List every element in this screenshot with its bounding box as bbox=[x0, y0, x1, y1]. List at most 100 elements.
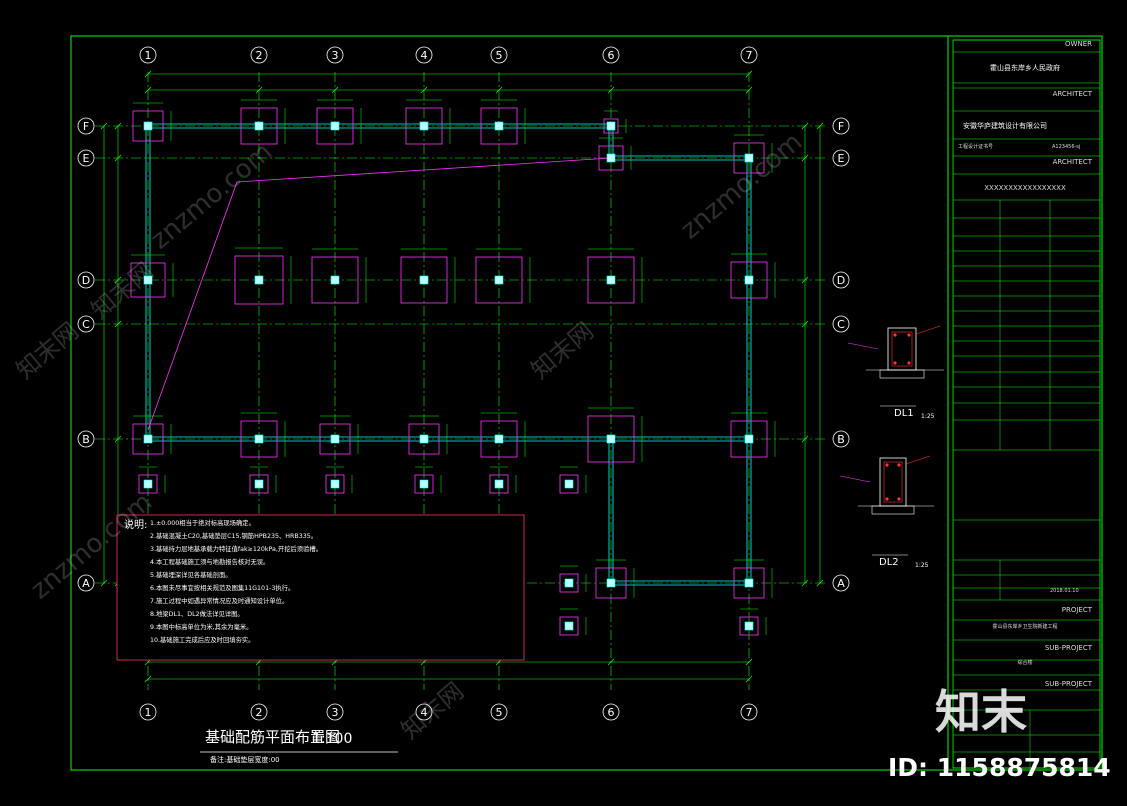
axis-label-A-right: A bbox=[837, 577, 845, 590]
footing-d4-column bbox=[419, 275, 429, 285]
tb-cert-no: A123456-sj bbox=[1052, 144, 1080, 150]
dim-right-overall-tick-1 bbox=[816, 579, 824, 587]
dim-top-bays-tick-6 bbox=[745, 86, 753, 94]
axis-bubble-C-right bbox=[832, 315, 850, 333]
notes-border bbox=[116, 514, 525, 661]
dim-top-bays-tick-0 bbox=[144, 86, 152, 94]
axis-label-F-right: F bbox=[838, 120, 844, 133]
axis-bubble-D-left bbox=[77, 271, 95, 289]
footing-small-0-column bbox=[143, 479, 153, 489]
axis-label-B-right: B bbox=[837, 433, 845, 446]
footing-small-1 bbox=[249, 474, 269, 494]
axis-bubble-E-right bbox=[832, 149, 850, 167]
watermark-site-cn-left: 知末网 bbox=[11, 317, 84, 385]
footing-plan bbox=[130, 99, 776, 636]
tb-project-label: PROJECT bbox=[1062, 606, 1093, 614]
detail-dl2-pad bbox=[871, 505, 915, 515]
axis-bubble-B-right bbox=[832, 430, 850, 448]
dim-bottom-overall-tick-1 bbox=[745, 675, 753, 683]
watermark-site-right: znzmo.com bbox=[675, 127, 808, 245]
axis-bubble-F-right bbox=[832, 117, 850, 135]
dim-right-bays-tick-3 bbox=[801, 320, 809, 328]
footing-e6-column bbox=[606, 153, 616, 163]
footing-d5-column bbox=[494, 275, 504, 285]
axis-label-5-bottom: 5 bbox=[496, 706, 503, 719]
axis-label-7-top: 7 bbox=[746, 49, 753, 62]
dim-right-bays-tick-2 bbox=[801, 276, 809, 284]
axis-bubble-3-top bbox=[326, 46, 344, 64]
axis-label-6-bottom: 6 bbox=[608, 706, 615, 719]
dim-top-overall-tick-1 bbox=[745, 70, 753, 78]
axis-bubble-7-top bbox=[740, 46, 758, 64]
axis-label-2-bottom: 2 bbox=[256, 706, 263, 719]
axis-bubble-4-top bbox=[415, 46, 433, 64]
detail-dl1-leader-r bbox=[915, 325, 941, 335]
footing-a-left-column bbox=[564, 578, 574, 588]
footing-f1-column bbox=[143, 121, 153, 131]
axis-bubble-5-top bbox=[490, 46, 508, 64]
dl1-scale: 1:25 bbox=[921, 413, 935, 420]
footing-b2 bbox=[240, 420, 278, 458]
axis-label-1-top: 1 bbox=[145, 49, 152, 62]
axis-label-6-top: 6 bbox=[608, 49, 615, 62]
axis-label-D-right: D bbox=[837, 274, 845, 287]
detail-dl1-rebar-0 bbox=[893, 333, 897, 337]
watermark-brand: 知末 bbox=[935, 685, 1027, 739]
footing-bottom-1 bbox=[559, 616, 579, 636]
watermark-site-cn-right: 知末网 bbox=[526, 317, 599, 385]
axis-label-F-left: F bbox=[83, 120, 89, 133]
notes-item: 4.本工程基础施工须与地勘报告核对无误。 bbox=[150, 557, 269, 566]
notes-box bbox=[116, 514, 525, 753]
axis-bubble-5-bottom bbox=[490, 703, 508, 721]
detail-dl2-stirrup bbox=[883, 461, 903, 503]
footing-small-5-column bbox=[564, 479, 574, 489]
detail-dl2-rebar-2 bbox=[885, 497, 889, 501]
axis-bubble-F-left bbox=[77, 117, 95, 135]
section-line bbox=[147, 157, 612, 431]
footing-f4-column bbox=[419, 121, 429, 131]
axis-bubble-C-left bbox=[77, 315, 95, 333]
axis-bubble-6-bottom bbox=[602, 703, 620, 721]
footing-b1 bbox=[132, 423, 164, 455]
footing-small-0 bbox=[138, 474, 158, 494]
dim-top-bays-tick-2 bbox=[331, 86, 339, 94]
dim-top-bays-tick-5 bbox=[607, 86, 615, 94]
footing-f6-column bbox=[606, 121, 616, 131]
axis-label-D-left: D bbox=[82, 274, 90, 287]
watermark-site-cn-bottom: 知末网 bbox=[396, 677, 469, 745]
footing-f6 bbox=[603, 118, 619, 134]
dim-right-bays-tick-0 bbox=[801, 122, 809, 130]
footing-d3 bbox=[311, 256, 359, 304]
axis-bubble-4-bottom bbox=[415, 703, 433, 721]
footing-b5-column bbox=[494, 434, 504, 444]
footing-b1-column bbox=[143, 434, 153, 444]
tb-code: XXXXXXXXXXXXXXXXX bbox=[984, 184, 1066, 192]
footing-small-1-column bbox=[254, 479, 264, 489]
axis-label-3-top: 3 bbox=[332, 49, 339, 62]
footing-f5 bbox=[480, 107, 518, 145]
axis-bubble-2-top bbox=[250, 46, 268, 64]
axis-bubble-1-bottom bbox=[139, 703, 157, 721]
axis-label-4-top: 4 bbox=[421, 49, 428, 62]
drawing-subtitle: 备注:基础垫层宽度:00 bbox=[210, 755, 280, 764]
tb-outer bbox=[952, 39, 1101, 769]
footing-b7 bbox=[730, 420, 768, 458]
dim-right-bays-tick-1 bbox=[801, 154, 809, 162]
footing-b4 bbox=[408, 423, 440, 455]
notes-item: 2.基础混凝土C20,基础垫层C15,钢筋HPB235、HRB335。 bbox=[150, 531, 317, 540]
axis-label-4-bottom: 4 bbox=[421, 706, 428, 719]
footing-b6 bbox=[587, 415, 635, 463]
footing-d1 bbox=[130, 262, 166, 298]
notes-list: 1.±0.000相当于绝对标高现场确定。 2.基础混凝土C20,基础垫层C15,钢… bbox=[150, 518, 322, 644]
footing-e7 bbox=[733, 142, 765, 174]
beam-details bbox=[839, 325, 944, 556]
notes-item: 1.±0.000相当于绝对标高现场确定。 bbox=[150, 518, 255, 527]
footing-d5 bbox=[475, 256, 523, 304]
notes-item: 5.基础埋深详见各基础剖面。 bbox=[150, 570, 232, 579]
dim-left-bays-tick-4 bbox=[114, 435, 122, 443]
tb-cert-label: 工程设计证书号 bbox=[958, 143, 993, 150]
tb-owner-value: 霍山县东岸乡人民政府 bbox=[990, 63, 1060, 72]
footing-bottom-1-column bbox=[564, 621, 574, 631]
footing-f3 bbox=[316, 107, 354, 145]
dim-left-bays-tick-0 bbox=[114, 122, 122, 130]
